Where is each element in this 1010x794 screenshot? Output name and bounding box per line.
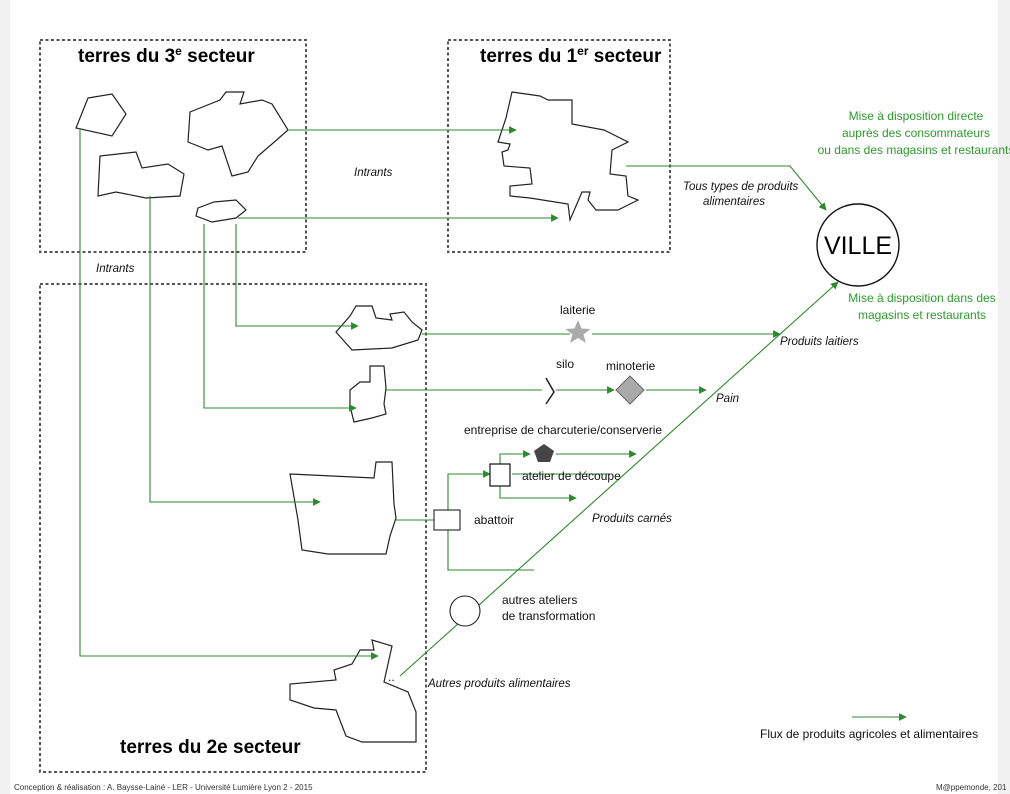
autres-produits-label: Autres produits alimentaires: [427, 678, 571, 690]
flow-intrants-dairy: [235, 224, 359, 330]
direct-supply-line-3: ou dans des magasins et restaurants: [818, 143, 1010, 157]
direct-supply-line-2: auprès des consommateurs: [842, 126, 990, 140]
flow-decoupe-to-main: [499, 486, 577, 502]
atelier-decoupe-icon: [489, 463, 511, 487]
flow-primary-to-city: [626, 165, 827, 211]
tous-types-label-1: Tous types de produits: [683, 181, 799, 193]
ellipsis-marker: ..: [388, 670, 395, 684]
indirect-supply-line-1: Mise à disposition dans des: [848, 291, 995, 305]
tertiary-sector-box: [39, 39, 307, 253]
charcuterie-label: entreprise de charcuterie/conserverie: [464, 423, 662, 437]
flow-intrants-other: [79, 128, 379, 660]
intrants-label-top: Intrants: [354, 167, 393, 179]
flow-abattoir-to-decoupe: [447, 470, 491, 512]
source-text: M@ppemonde, 201: [936, 783, 1007, 792]
legend-label: Flux de produits agricoles et alimentair…: [760, 727, 978, 741]
city-circle: [816, 203, 900, 287]
parcel-secondary-meat: [289, 461, 397, 555]
autres-ateliers-label-1: autres ateliers: [502, 593, 577, 607]
silo-label: silo: [556, 357, 574, 371]
credit-text: Conception & réalisation : A. Baysse-Lai…: [14, 783, 313, 792]
silo-icon: [545, 377, 555, 405]
city-label: VILLE: [824, 232, 892, 260]
parcel-tertiary-3: [97, 151, 185, 199]
parcel-primary: [497, 91, 640, 223]
atelier-decoupe-label: atelier de découpe: [522, 469, 621, 483]
laiterie-label: laiterie: [560, 303, 596, 317]
minoterie-diamond-icon: [615, 375, 645, 405]
pain-label: Pain: [716, 393, 739, 405]
indirect-supply-line-2: magasins et restaurants: [858, 308, 986, 322]
parcel-tertiary-2: [187, 91, 289, 177]
autres-ateliers-label-2: de transformation: [502, 609, 595, 623]
flow-decoupe-to-charcuterie: [499, 450, 531, 466]
secondary-sector-box: [39, 283, 427, 773]
produits-carnes-label: Produits carnés: [592, 513, 672, 525]
intrants-label-left: Intrants: [96, 263, 135, 275]
minoterie-label: minoterie: [606, 359, 656, 373]
flow-abattoir-to-main: [447, 530, 534, 571]
laiterie-star-icon: [565, 320, 591, 343]
tertiary-sector-title: terres du 3e secteur: [78, 44, 255, 67]
parcel-secondary-other: [289, 639, 417, 743]
tous-types-label-2: alimentaires: [703, 196, 765, 208]
produits-laitiers-label: Produits laitiers: [780, 336, 859, 348]
parcel-tertiary-1: [75, 93, 127, 137]
parcel-secondary-cereal: [349, 365, 387, 423]
flow-intrants-cereal: [203, 224, 357, 412]
abattoir-label: abattoir: [474, 513, 514, 527]
direct-supply-line-1: Mise à disposition directe: [849, 109, 984, 123]
parcel-tertiary-4: [195, 199, 247, 223]
parcel-secondary-dairy: [335, 305, 423, 351]
autres-ateliers-circle-icon: [449, 595, 481, 627]
flow-intrants-meat: [149, 196, 321, 506]
charcuterie-pentagon-icon: [534, 444, 554, 462]
abattoir-icon: [433, 509, 461, 531]
secondary-sector-title: terres du 2e secteur: [120, 737, 301, 758]
primary-sector-title: terres du 1er secteur: [480, 44, 662, 67]
primary-sector-box: [447, 39, 671, 253]
